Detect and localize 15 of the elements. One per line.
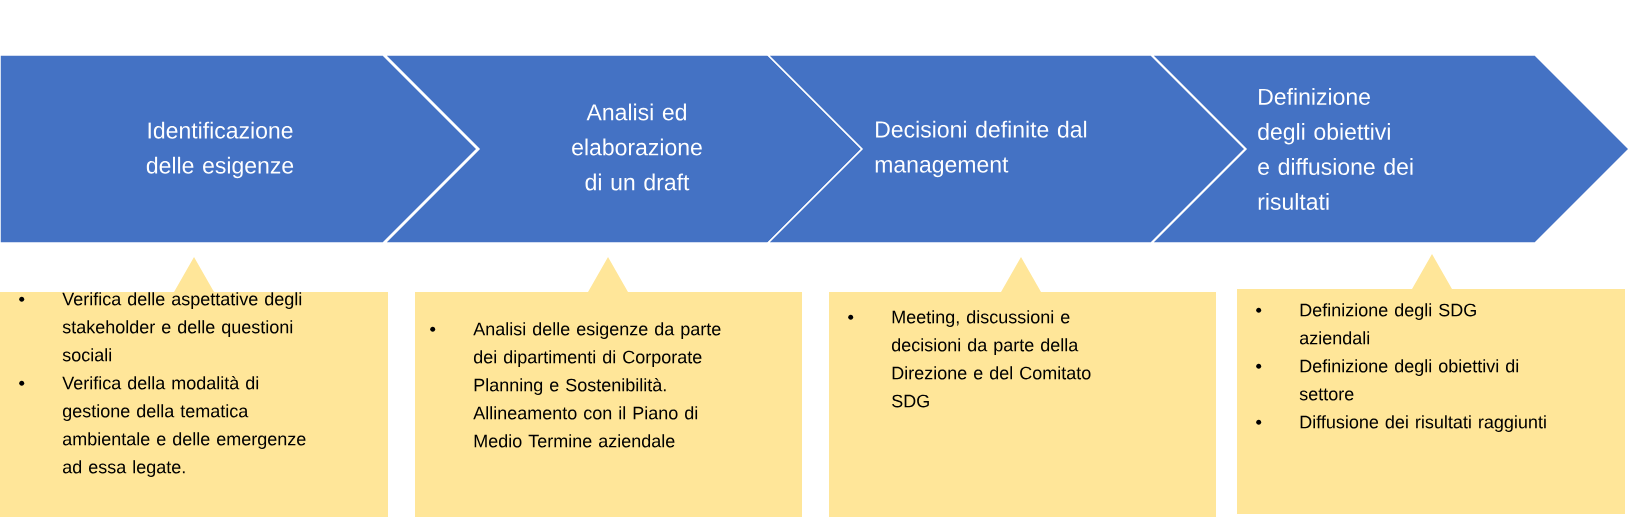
list-item: Meeting, discussioni e decisioni da parte della Direzione e del Comitato SDG — [891, 310, 1091, 408]
list-item: Diffusione dei risultati raggiunti — [1300, 415, 1546, 432]
callout-box — [1237, 254, 1625, 514]
list-item: Verifica delle aspettative degli stakeholder e delle questioni sociali — [62, 292, 302, 362]
node-label: Definizione degli obiettivi e diffusione dei risultati — [1258, 88, 1413, 210]
step-banner: Analisi ed elaborazione di un draft — [383, 54, 864, 244]
list-item: Verifica della modalità di gestione della tematica ambientale e delle emergenze ad essa legate. — [62, 376, 306, 477]
step-banner: Definizione degli obiettivi e diffusione dei risultati — [1150, 54, 1631, 244]
callout-box — [829, 257, 1216, 517]
step-banner: Decisioni definite dal management — [766, 54, 1247, 244]
list-item: Definizione degli obiettivi di settore — [1299, 359, 1519, 401]
callout-box — [0, 257, 388, 517]
list-item: Definizione degli SDG aziendali — [1300, 303, 1476, 345]
callout-box — [415, 257, 802, 517]
list-item: Analisi delle esigenze da parte dei dipartimenti di Corporate Planning e Sostenibilità. Allineamento con il Piano di Medio Termine aziendale — [473, 322, 721, 448]
